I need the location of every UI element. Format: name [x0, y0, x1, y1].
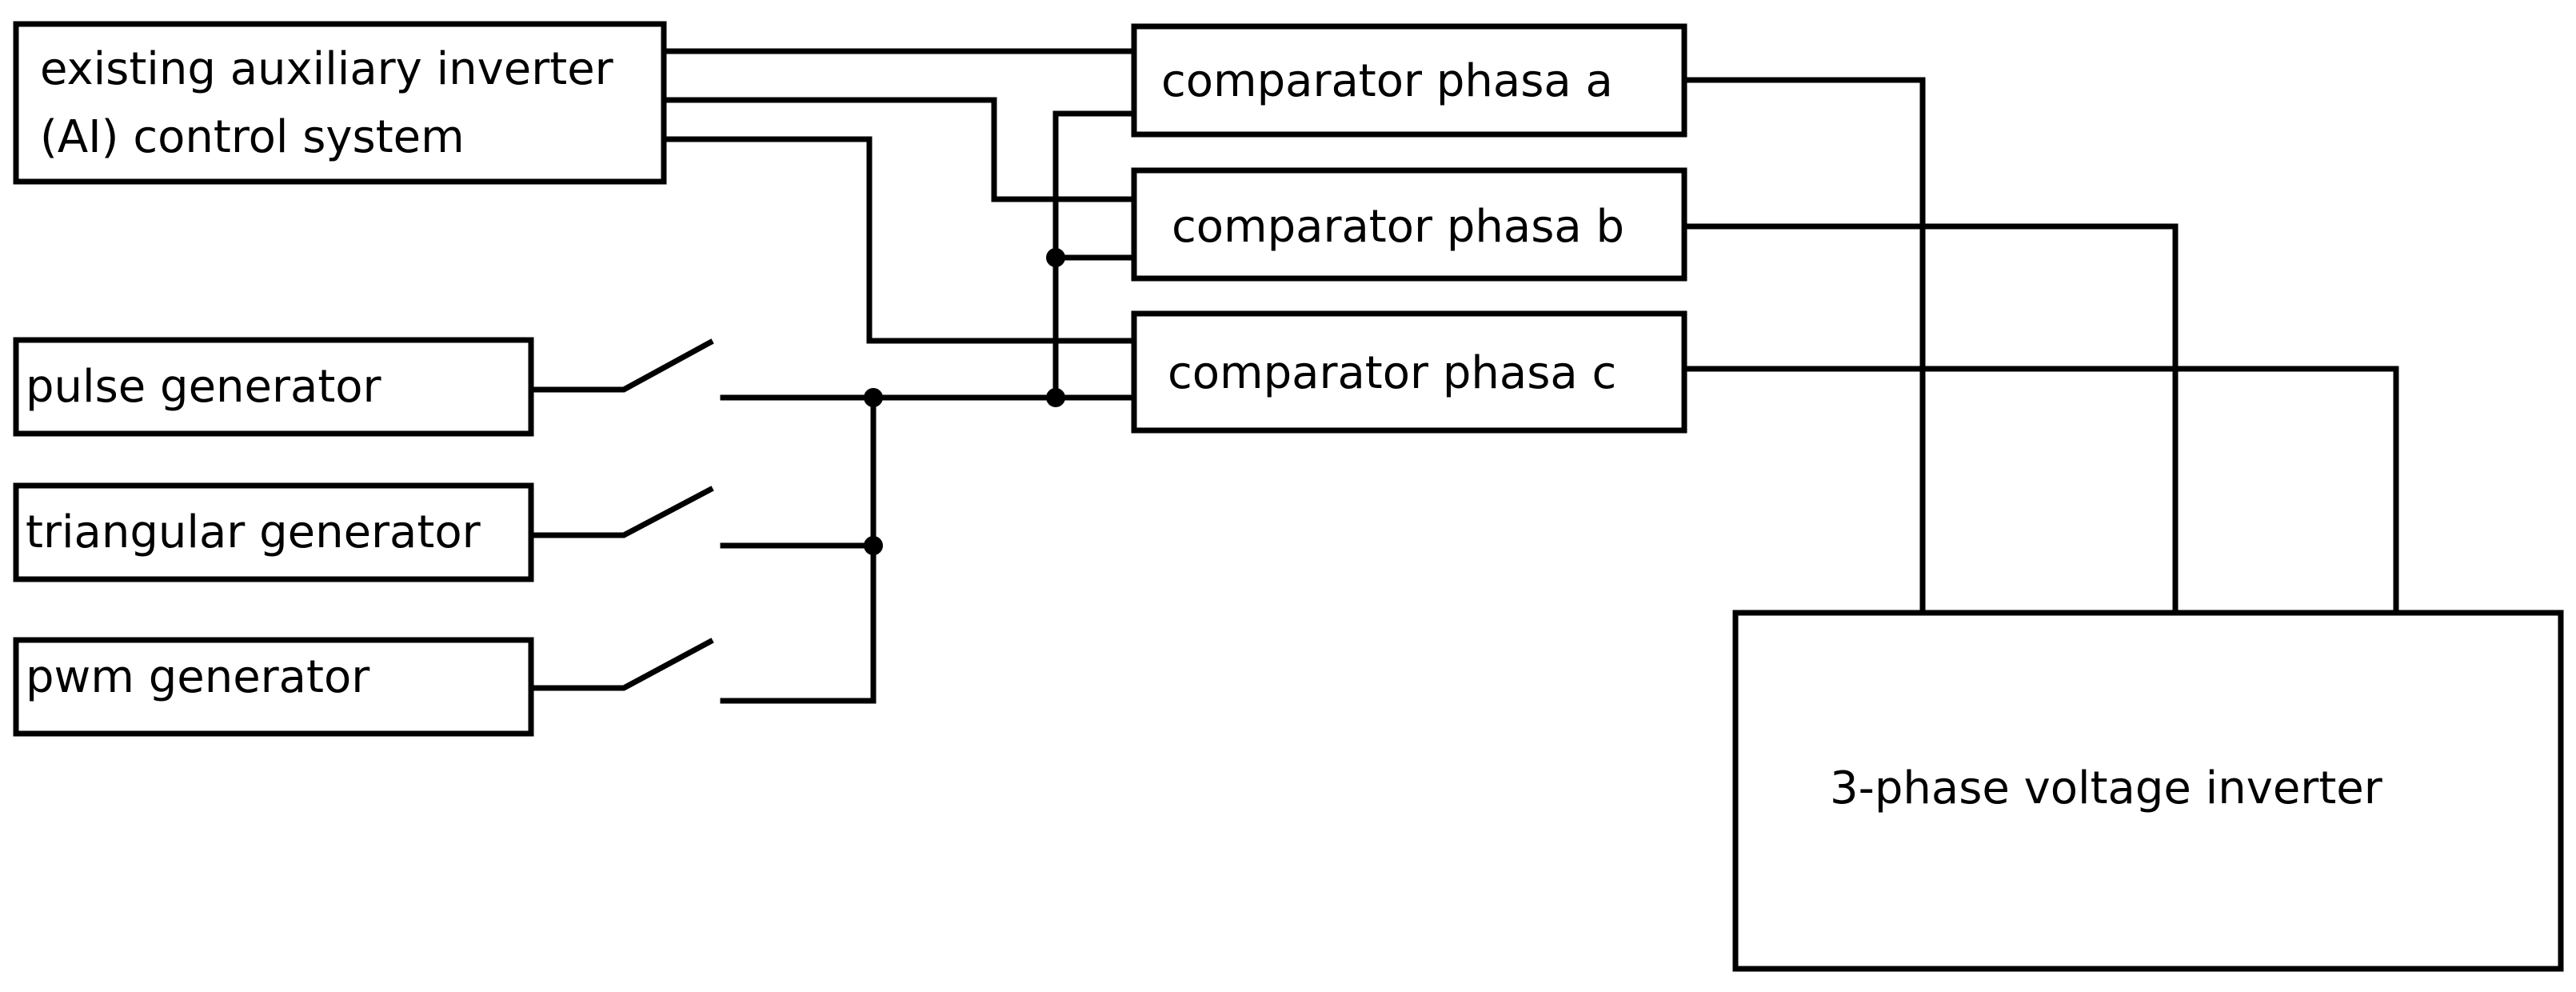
junction-dot [1046, 388, 1065, 407]
wire-pwm-generator-out [529, 638, 714, 691]
ai-control-label-line1: existing auxiliary inverter [40, 43, 614, 95]
wire-carrier-to-comparator-a [1052, 110, 1137, 401]
ai-control-system-block: existing auxiliary inverter (AI) control… [13, 21, 667, 185]
comparator-a-label: comparator phasa a [1161, 55, 1613, 107]
ai-control-label-line2: (AI) control system [40, 111, 465, 163]
wire-pulse-generator-out [529, 338, 714, 393]
pwm-generator-label: pwm generator [26, 651, 370, 703]
triangular-generator-label: triangular generator [26, 506, 481, 558]
pulse-generator-block: pulse generator [13, 337, 534, 437]
wire-ai-to-comparator-b [665, 97, 1137, 202]
wire-comparator-c-to-inverter [1681, 366, 2399, 616]
comparator-phase-b-block: comparator phasa b [1131, 167, 1687, 282]
inverter-label: 3-phase voltage inverter [1830, 762, 2383, 814]
triangular-generator-block: triangular generator [13, 482, 534, 582]
three-phase-inverter-block: 3-phase voltage inverter [1732, 610, 2564, 972]
comparator-phase-a-block: comparator phasa a [1131, 23, 1687, 138]
wire-comparator-b-to-inverter [1681, 223, 2179, 616]
pwm-generator-block: pwm generator [13, 637, 534, 737]
comparator-phase-c-block: comparator phasa c [1131, 310, 1687, 434]
wire-triangular-generator-out [529, 486, 714, 538]
comparator-b-label: comparator phasa b [1172, 201, 1624, 253]
junction-dot [864, 388, 883, 407]
junction-dot [864, 536, 883, 555]
wire-pwm-switch-out [720, 394, 877, 704]
wire-ai-to-comparator-c [665, 136, 1137, 344]
comparator-c-label: comparator phasa c [1168, 347, 1616, 399]
junction-dot [1046, 248, 1065, 267]
wire-comparator-a-to-inverter [1681, 77, 1926, 616]
pulse-generator-label: pulse generator [26, 361, 382, 413]
